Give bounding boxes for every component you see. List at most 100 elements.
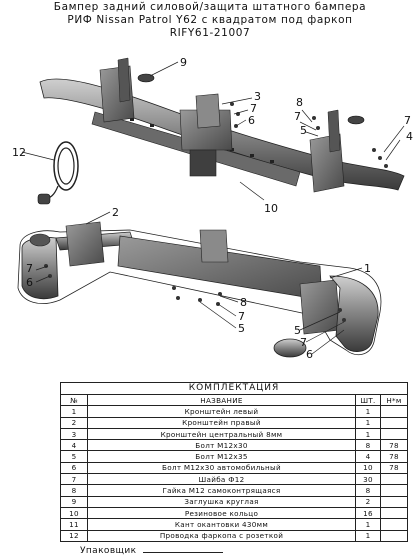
cell-qty: 1 — [355, 518, 381, 531]
cell-name: Заглушка круглая — [87, 495, 356, 508]
callout-5: 5 — [238, 322, 245, 335]
assembly-drawing: 9 3 7 6 8 7 5 7 4 12 10 2 7 6 1 8 7 5 5 … — [12, 56, 413, 361]
cell-torque — [380, 405, 408, 418]
col-header-torque: Н*м — [380, 393, 408, 407]
cell-qty: 30 — [355, 473, 381, 486]
callout-5: 5 — [294, 324, 301, 337]
wiring-harness — [37, 141, 79, 205]
cell-name: Болт М12х30 — [87, 439, 356, 452]
signature-line — [142, 544, 223, 553]
callout-1: 1 — [364, 262, 371, 275]
cell-name: Проводка фаркопа с розеткой — [87, 529, 356, 542]
cell-qty: 1 — [355, 405, 381, 418]
cell-qty: 16 — [355, 506, 381, 520]
callout-7: 7 — [300, 336, 307, 349]
callout-8: 8 — [240, 296, 247, 309]
callout-6: 6 — [248, 114, 255, 127]
cell-qty: 8 — [355, 439, 381, 452]
callout-numbers: 9 3 7 6 8 7 5 7 4 12 10 2 7 6 1 8 7 5 5 … — [12, 56, 413, 361]
cell-qty: 10 — [355, 461, 381, 475]
callout-6: 6 — [26, 276, 33, 289]
cell-name: Болт М12х35 — [87, 450, 356, 463]
cell-name: Болт М12х30 автомобильный — [87, 461, 356, 475]
doc-article-code: RIFY61-21007 — [169, 27, 251, 39]
callout-7: 7 — [404, 114, 411, 127]
cell-no: 2 — [60, 416, 88, 429]
cell-torque — [380, 484, 408, 497]
cell-name: Резиновое кольцо — [87, 506, 356, 520]
cell-qty: 1 — [355, 427, 381, 441]
cell-name: Шайба Ф12 — [87, 473, 356, 486]
upper-bumper-view — [39, 57, 405, 193]
cell-qty: 8 — [355, 484, 381, 497]
cell-qty: 2 — [355, 495, 381, 508]
doc-title-line2: РИФ Nissan Patrol Y62 с квадратом под фа… — [67, 14, 353, 26]
cell-torque — [380, 427, 408, 441]
cell-torque: 78 — [380, 461, 408, 475]
leader-lines — [21, 61, 405, 355]
cell-no: 4 — [60, 439, 88, 452]
cell-no: 10 — [60, 506, 88, 520]
cell-qty: 1 — [355, 529, 381, 542]
cell-no: 1 — [60, 405, 88, 418]
lower-bumper-view — [17, 221, 382, 358]
doc-title-line1: Бампер задний силовой/защита штатного ба… — [53, 1, 367, 13]
callout-6: 6 — [306, 348, 313, 361]
col-header-name: НАЗВАНИЕ — [87, 393, 356, 407]
cell-no: 3 — [60, 427, 88, 441]
table-caption: КОМПЛЕКТАЦИЯ — [60, 382, 408, 395]
cell-name: Кант окантовки 430мм — [87, 518, 356, 531]
cell-torque — [380, 416, 408, 429]
cell-torque: 78 — [380, 439, 408, 452]
callout-9: 9 — [180, 56, 187, 69]
cell-name: Кронштейн центральный 8мм — [87, 427, 356, 441]
callout-12: 12 — [12, 146, 26, 159]
cell-no: 5 — [60, 450, 88, 463]
cell-torque — [380, 529, 408, 542]
callout-3: 3 — [254, 90, 261, 103]
cell-no: 8 — [60, 484, 88, 497]
callout-4: 4 — [406, 130, 413, 143]
cell-name: Кронштейн левый — [87, 405, 356, 418]
cell-no: 6 — [60, 461, 88, 475]
callout-7: 7 — [250, 102, 257, 115]
cell-no: 7 — [60, 473, 88, 486]
packer-signature: Упаковщик — [80, 544, 223, 556]
cell-torque — [380, 506, 408, 520]
cell-qty: 1 — [355, 416, 381, 429]
col-header-no: № — [60, 393, 88, 407]
cell-torque — [380, 495, 408, 508]
cell-torque — [380, 518, 408, 531]
callout-7: 7 — [294, 110, 301, 123]
cell-torque: 78 — [380, 450, 408, 463]
callout-7: 7 — [26, 262, 33, 275]
callout-7: 7 — [238, 310, 245, 323]
cell-name: Гайка М12 самоконтрящаяся — [87, 484, 356, 497]
cell-qty: 4 — [355, 450, 381, 463]
cell-no: 11 — [60, 518, 88, 531]
callout-2: 2 — [112, 206, 119, 219]
callout-10: 10 — [264, 202, 278, 215]
cell-torque — [380, 473, 408, 486]
callout-8: 8 — [296, 96, 303, 109]
cell-no: 12 — [60, 529, 88, 542]
cell-name: Кронштейн правый — [87, 416, 356, 429]
cell-no: 9 — [60, 495, 88, 508]
packer-label: Упаковщик — [80, 546, 137, 556]
callout-5: 5 — [300, 124, 307, 137]
col-header-qty: ШТ. — [355, 393, 381, 407]
